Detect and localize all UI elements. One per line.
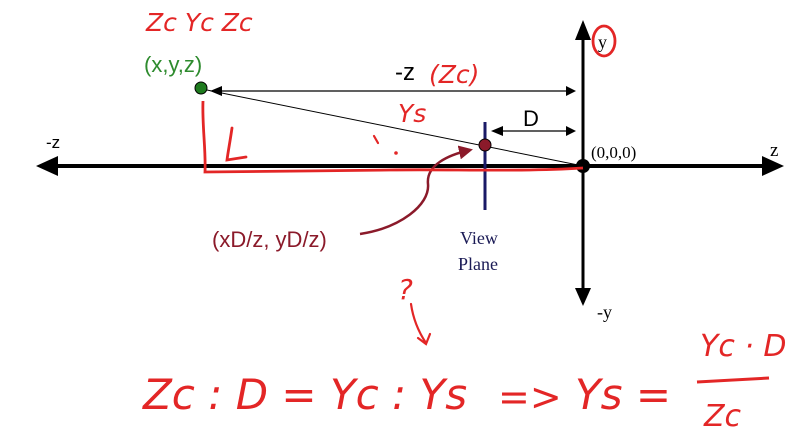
handwritten-fraction-bar <box>696 376 770 384</box>
point-xyz <box>194 81 208 95</box>
handwritten-equation-left: Zc : D = Yc : Ys <box>142 370 467 419</box>
neg-z-top-label: -z <box>395 59 415 86</box>
handwritten-l-mark <box>225 126 248 162</box>
z-left-label: -z <box>46 133 60 152</box>
handwritten-tick-mark <box>372 134 380 145</box>
point-xyz-label: (x,y,z) <box>144 52 202 77</box>
handwritten-implies: => <box>498 375 562 419</box>
handwritten-underline <box>201 100 584 174</box>
y-bottom-label: -y <box>597 302 612 322</box>
handwritten-top-left-coords: Zc Yc Zc <box>145 8 253 37</box>
y-axis-bottom-arrow <box>575 288 591 306</box>
y-axis-top-arrow <box>575 20 591 40</box>
neg-z-distance-arrow-left-head <box>210 86 222 96</box>
projection-callout-arrow <box>359 145 473 236</box>
origin-point <box>576 159 590 173</box>
projection-ray <box>201 88 584 167</box>
handwritten-fraction-denominator: Zc <box>703 399 742 434</box>
handwritten-circled-zero <box>591 24 617 58</box>
d-label: D <box>523 106 539 131</box>
handwritten-fraction-numerator: Yc · D <box>700 329 787 364</box>
z-axis-left-arrow <box>36 156 58 176</box>
view-plane-label-2: Plane <box>458 254 498 274</box>
z-axis-right-arrow <box>762 156 784 176</box>
handwritten-ys-label: Ys <box>398 99 426 128</box>
d-distance-arrow-left-head <box>491 126 503 136</box>
origin-label: (0,0,0) <box>591 143 636 162</box>
y-top-label: y <box>598 32 607 52</box>
handwritten-top-zc: (Zc) <box>429 60 479 89</box>
handwritten-question: ? <box>398 273 413 306</box>
projected-point-label: (xD/z, yD/z) <box>212 227 327 252</box>
view-plane-label-1: View <box>460 228 498 248</box>
handwritten-dot <box>394 151 398 155</box>
handwritten-ys-equals: Ys = <box>575 370 671 419</box>
handwritten-question-arrow <box>409 302 432 346</box>
z-right-label: z <box>770 140 778 161</box>
projected-point <box>478 138 492 152</box>
